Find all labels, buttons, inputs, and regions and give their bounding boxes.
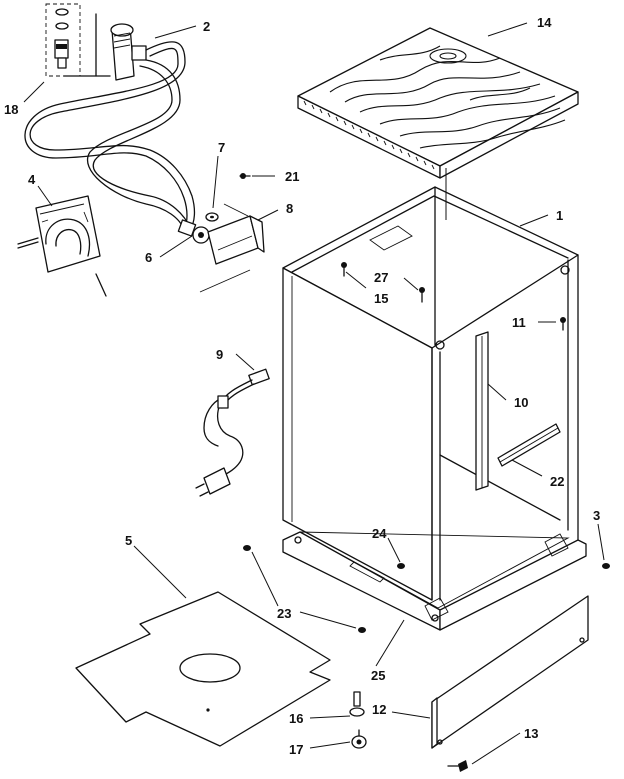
kick-panel	[431, 595, 589, 772]
label-8: 8	[286, 201, 293, 216]
part-labels: 14 1 2 18 21 7 8 6 4 27 15 11 9 10 22 3 …	[4, 15, 600, 757]
label-6: 6	[145, 250, 152, 265]
floor-pad	[75, 591, 331, 747]
power-cord	[195, 368, 270, 497]
label-14: 14	[537, 15, 552, 30]
label-2: 2	[203, 19, 210, 34]
label-21: 21	[285, 169, 299, 184]
washer	[205, 212, 219, 222]
bracket	[199, 203, 265, 293]
countertop	[297, 27, 579, 179]
label-4: 4	[28, 172, 36, 187]
leveler-caster	[349, 691, 367, 749]
label-5: 5	[125, 533, 132, 548]
label-11: 11	[512, 315, 526, 330]
label-3: 3	[593, 508, 600, 523]
label-13: 13	[524, 726, 538, 741]
fasteners	[243, 262, 610, 633]
screw-21	[239, 173, 251, 179]
label-10: 10	[514, 395, 528, 410]
label-18: 18	[4, 102, 18, 117]
label-15: 15	[374, 291, 388, 306]
leader-lines	[23, 22, 605, 765]
label-25: 25	[371, 668, 385, 683]
label-12: 12	[372, 702, 386, 717]
cabinet	[282, 186, 587, 631]
label-7: 7	[218, 140, 225, 155]
label-1: 1	[556, 208, 563, 223]
label-23: 23	[277, 606, 291, 621]
label-16: 16	[289, 711, 303, 726]
label-9: 9	[216, 347, 223, 362]
label-24: 24	[372, 526, 387, 541]
hose-bracket	[17, 195, 107, 297]
label-27: 27	[374, 270, 388, 285]
label-22: 22	[550, 474, 564, 489]
label-17: 17	[289, 742, 303, 757]
